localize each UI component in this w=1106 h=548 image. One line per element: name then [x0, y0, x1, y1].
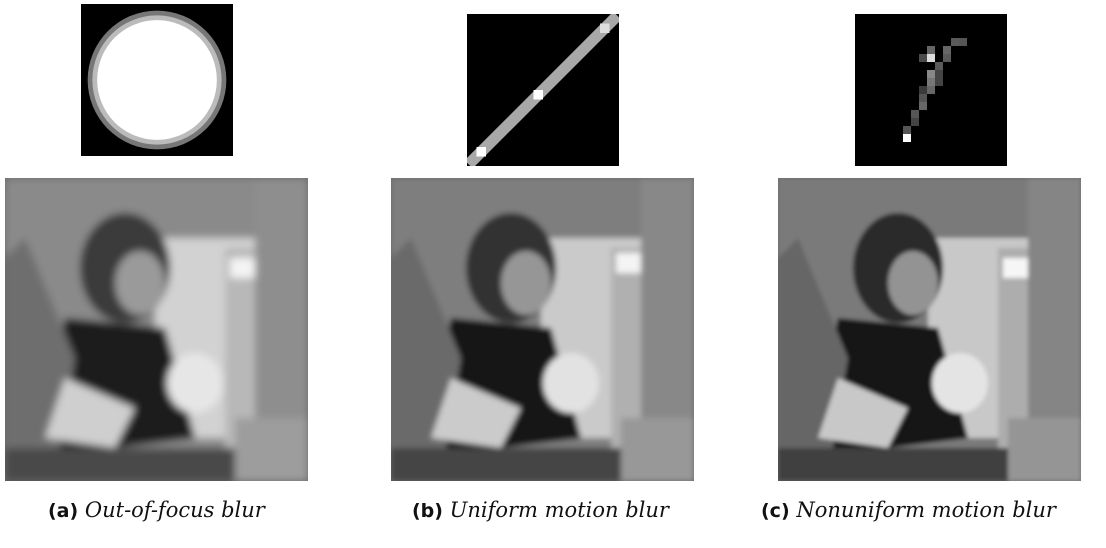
out-of-focus-blurred-photo: [5, 178, 308, 481]
curved-kernel-icon: [855, 14, 1007, 166]
line-kernel-icon: [467, 14, 619, 166]
caption-c: (c) Nonuniform motion blur: [761, 498, 1056, 522]
caption-text: Uniform motion blur: [449, 498, 669, 522]
caption-label: (b): [412, 500, 443, 522]
caption-text: Nonuniform motion blur: [796, 498, 1056, 522]
caption-b: (b) Uniform motion blur: [412, 498, 669, 522]
uniform-motion-kernel: [467, 14, 619, 166]
caption-label: (a): [48, 500, 79, 522]
disk-kernel-icon: [81, 4, 233, 156]
uniform-motion-blurred-photo: [391, 178, 694, 481]
nonuniform-motion-kernel: [855, 14, 1007, 166]
caption-text: Out-of-focus blur: [84, 498, 265, 522]
nonuniform-motion-blurred-photo: [778, 178, 1081, 481]
caption-a: (a) Out-of-focus blur: [48, 498, 265, 522]
caption-label: (c): [761, 500, 790, 522]
out-of-focus-kernel: [81, 4, 233, 156]
